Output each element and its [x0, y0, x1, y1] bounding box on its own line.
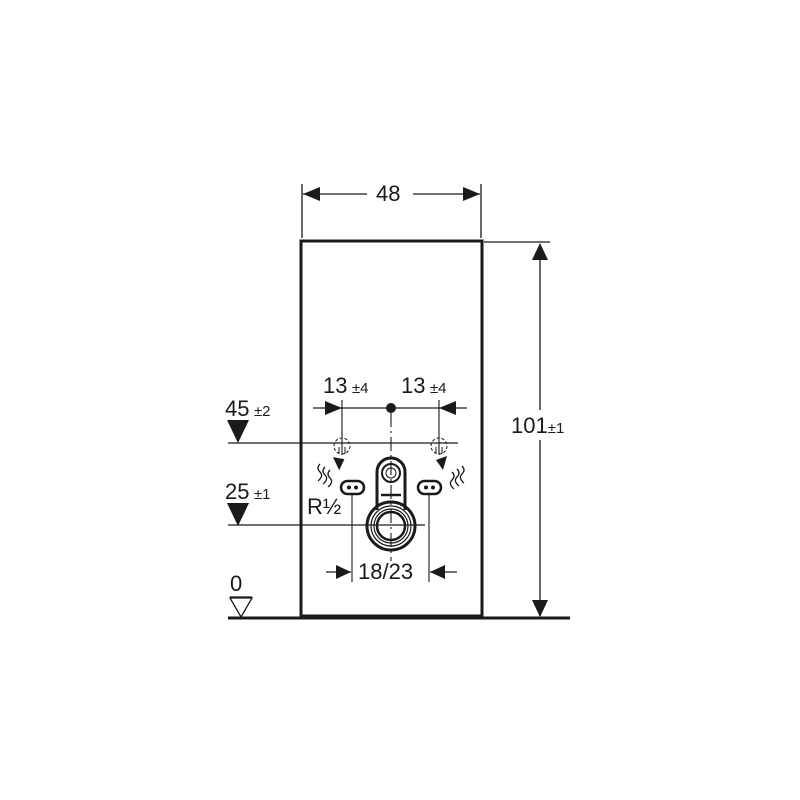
connection-label-main: R [307, 494, 323, 519]
arrow-right-icon [463, 187, 480, 201]
height-tolerance: ±1 [547, 420, 565, 437]
height-label: 101±1 [511, 415, 564, 437]
height-dimension [484, 241, 550, 617]
fixing-distance-dimension [326, 494, 457, 582]
drain-outlet-icon [365, 500, 417, 552]
arrow-left-icon [439, 401, 456, 415]
water-supply-right-icon [430, 437, 465, 490]
level-45-marker [227, 420, 458, 444]
supply-offset-left-label: 13 ±4 [323, 375, 369, 397]
level-45-tolerance: ±2 [253, 403, 271, 420]
fixing-slot-left-icon [339, 479, 366, 496]
level-triangle-filled-icon [227, 420, 249, 443]
center-point-icon [386, 403, 396, 413]
flush-connection-icon [375, 456, 407, 510]
supply-offset-dimension [313, 400, 467, 455]
level-45-label: 45 ±2 [225, 398, 271, 420]
level-0-marker [228, 596, 254, 619]
level-25-label: 25 ±1 [225, 481, 271, 503]
supply-offset-right-tolerance: ±4 [429, 380, 447, 397]
water-supply-left-icon [317, 437, 351, 488]
arrow-left-icon [303, 187, 320, 201]
arrow-right-icon [336, 565, 351, 579]
supply-offset-right-label: 13 ±4 [401, 375, 447, 397]
supply-offset-left-tolerance: ±4 [351, 380, 369, 397]
height-value: 101 [511, 413, 548, 438]
level-25-value: 25 [225, 479, 250, 504]
width-label: 48 [376, 181, 401, 206]
level-triangle-open-icon [228, 597, 254, 619]
arrow-down-icon [532, 600, 548, 617]
level-triangle-filled-icon [227, 503, 249, 526]
connection-label: R½ [307, 496, 341, 518]
module-panel-outline [299, 239, 484, 618]
fixing-distance-label: 18/23 [357, 559, 415, 584]
arrow-up-icon [532, 243, 548, 260]
level-25-tolerance: ±1 [253, 486, 271, 503]
arrow-right-icon [325, 401, 342, 415]
level-45-value: 45 [225, 396, 250, 421]
supply-offset-right-value: 13 [401, 373, 426, 398]
width-dimension [301, 184, 482, 238]
connection-label-fraction: ½ [322, 494, 342, 519]
level-0-label: 0 [230, 571, 243, 596]
arrow-left-icon [430, 565, 445, 579]
level-25-marker [227, 503, 425, 526]
fixing-slot-right-icon [416, 479, 443, 496]
supply-offset-left-value: 13 [323, 373, 348, 398]
